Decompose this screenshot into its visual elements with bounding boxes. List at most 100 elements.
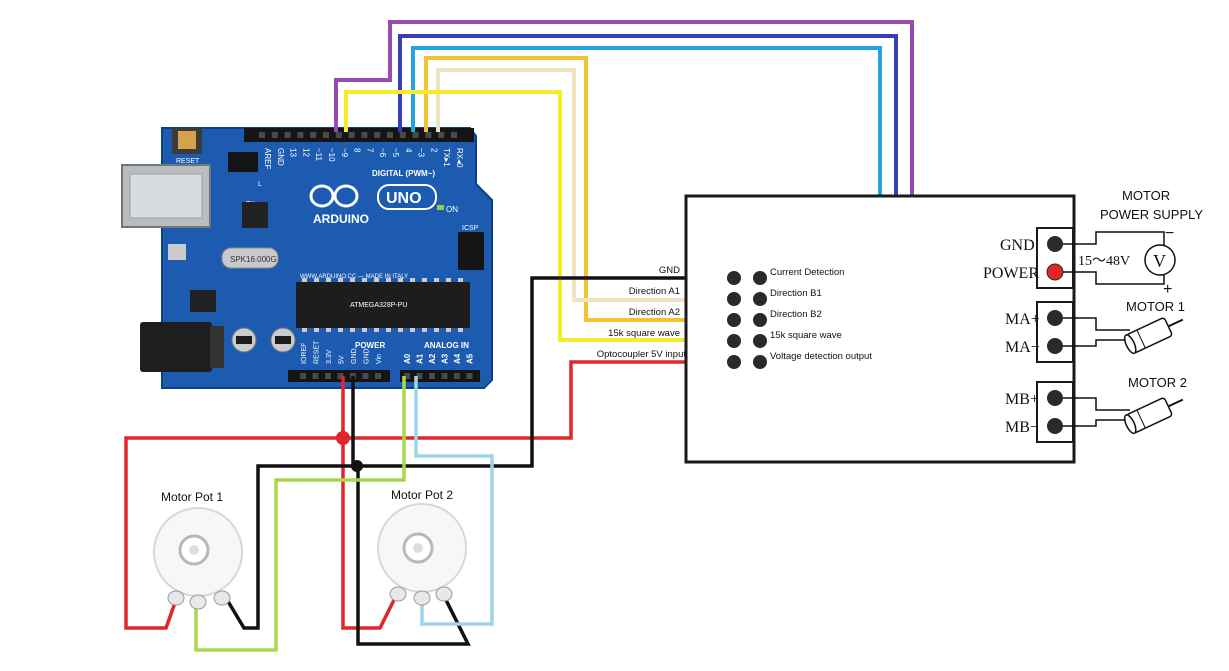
driver-pin-right bbox=[753, 271, 767, 285]
driver-left-label: Optocoupler 5V input bbox=[597, 349, 687, 360]
on-led bbox=[437, 205, 444, 210]
analog-header-label: ANALOG IN bbox=[424, 341, 469, 350]
digital-pin bbox=[451, 132, 457, 138]
digital-pin bbox=[361, 132, 368, 138]
analog-pin bbox=[404, 373, 410, 379]
power-pin bbox=[375, 373, 381, 379]
power-pin-label: RESET bbox=[314, 340, 321, 364]
junction-red bbox=[336, 431, 350, 445]
reset-label: RESET bbox=[176, 158, 200, 165]
supply-title-1: MOTOR bbox=[1122, 188, 1170, 203]
digital-pin-label: 7 bbox=[365, 148, 374, 153]
motor-driver: GND Direction A1 Direction A2 15k square wa… bbox=[597, 194, 1076, 464]
l-label: L bbox=[258, 181, 262, 188]
digital-pin-label: 12 bbox=[301, 148, 310, 157]
terminal-mb-plus: MB+ bbox=[1005, 391, 1039, 408]
digital-pin-label: 13 bbox=[289, 148, 298, 157]
supply-minus: − bbox=[1165, 225, 1174, 242]
digital-pin bbox=[335, 132, 342, 138]
digital-pin-label: ~6 bbox=[378, 148, 387, 158]
motor-2-label: MOTOR 2 bbox=[1128, 375, 1187, 390]
driver-right-label: Voltage detection output bbox=[770, 351, 872, 362]
driver-pin-right bbox=[753, 355, 767, 369]
website-label: WWW.ARDUINO.CC — MADE IN ITALY bbox=[300, 274, 408, 280]
motor-2: MOTOR 2 bbox=[1063, 375, 1187, 435]
driver-pin-left bbox=[727, 355, 741, 369]
digital-pin bbox=[284, 132, 291, 138]
driver-pin-left bbox=[727, 271, 741, 285]
digital-pin-dots bbox=[259, 132, 457, 138]
digital-pin bbox=[310, 132, 317, 138]
digital-pin-label: ~9 bbox=[340, 148, 349, 158]
digital-pin bbox=[438, 132, 445, 138]
regulator bbox=[190, 290, 216, 312]
power-pin bbox=[300, 373, 306, 379]
analog-pin-label: A2 bbox=[428, 353, 437, 364]
driver-left-label: 15k square wave bbox=[608, 328, 680, 339]
power-jack bbox=[140, 322, 212, 372]
wire-red-5v bbox=[341, 360, 730, 440]
icsp-header-left bbox=[228, 152, 258, 172]
power-pin-label: IOREF bbox=[301, 343, 308, 364]
junction-black bbox=[351, 460, 363, 472]
wire-red-pot2 bbox=[341, 438, 398, 630]
power-pin-label: Vin bbox=[376, 354, 383, 364]
analog-pin-label: A5 bbox=[466, 353, 475, 364]
digital-pin-label: GND bbox=[276, 148, 285, 166]
pot-1: Motor Pot 1 bbox=[153, 490, 243, 610]
power-pin bbox=[362, 373, 369, 379]
pot-2: Motor Pot 2 bbox=[377, 488, 467, 606]
digital-pin-label: 2 bbox=[429, 148, 438, 153]
brand-label: ARDUINO bbox=[313, 212, 369, 226]
analog-pin-label: A1 bbox=[416, 353, 425, 364]
digital-pin-label: 8 bbox=[353, 148, 362, 153]
capacitors bbox=[231, 327, 296, 353]
driver-right-label: Direction B2 bbox=[770, 309, 822, 320]
power-pin-label: 5V bbox=[339, 355, 346, 364]
digital-pin-label: AREF bbox=[263, 148, 272, 169]
power-pin-label: GND bbox=[351, 348, 358, 364]
supply-voltage: 15～48V bbox=[1078, 254, 1130, 269]
digital-pin bbox=[323, 132, 329, 138]
digital-pin bbox=[387, 132, 393, 138]
power-pin bbox=[312, 373, 319, 379]
atmega-chip bbox=[296, 282, 470, 328]
digital-pin-label: ~3 bbox=[417, 148, 426, 158]
wire-red-pot1 bbox=[124, 436, 343, 630]
driver-left-label: GND bbox=[659, 265, 680, 276]
driver-pin-left bbox=[727, 313, 741, 327]
wire-green-a0 bbox=[194, 376, 406, 652]
digital-pin bbox=[348, 132, 355, 138]
model-label: UNO bbox=[386, 190, 422, 207]
voltmeter-symbol: V bbox=[1153, 251, 1166, 271]
digital-pin-label: ~11 bbox=[314, 148, 323, 162]
digital-pin bbox=[399, 132, 406, 138]
motor-1: MOTOR 1 bbox=[1063, 299, 1185, 355]
driver-left-label: Direction A2 bbox=[629, 307, 680, 318]
digital-pin-label: TX▸1 bbox=[442, 148, 451, 167]
chip-legs bbox=[302, 278, 463, 332]
terminal-power: POWER bbox=[983, 265, 1039, 282]
icsp-header bbox=[458, 232, 484, 270]
digital-pin-label: ~10 bbox=[327, 148, 336, 162]
arduino-logo: ARDUINO UNO bbox=[309, 184, 437, 226]
driver-left-label: Direction A1 bbox=[629, 286, 680, 297]
supply-title-2: POWER SUPPLY bbox=[1100, 207, 1203, 222]
driver-right-label: Current Detection bbox=[770, 267, 844, 278]
digital-pin-label: RX◂0 bbox=[455, 148, 464, 168]
driver-pin-left bbox=[727, 292, 741, 306]
analog-pin bbox=[466, 373, 473, 379]
pot-1-label: Motor Pot 1 bbox=[161, 490, 223, 504]
pot-2-label: Motor Pot 2 bbox=[391, 488, 453, 502]
pot-wires bbox=[124, 276, 730, 652]
power-pin bbox=[337, 373, 344, 379]
crystal bbox=[221, 247, 279, 269]
wire-lightblue-a1 bbox=[414, 376, 494, 626]
digital-pin bbox=[271, 132, 278, 138]
wire-yellow bbox=[344, 90, 730, 342]
power-supply: MOTOR POWER SUPPLY V 15～48V − + bbox=[1063, 188, 1203, 298]
supply-plus: + bbox=[1163, 281, 1172, 298]
digital-header-label: DIGITAL (PWM~) bbox=[372, 169, 435, 178]
